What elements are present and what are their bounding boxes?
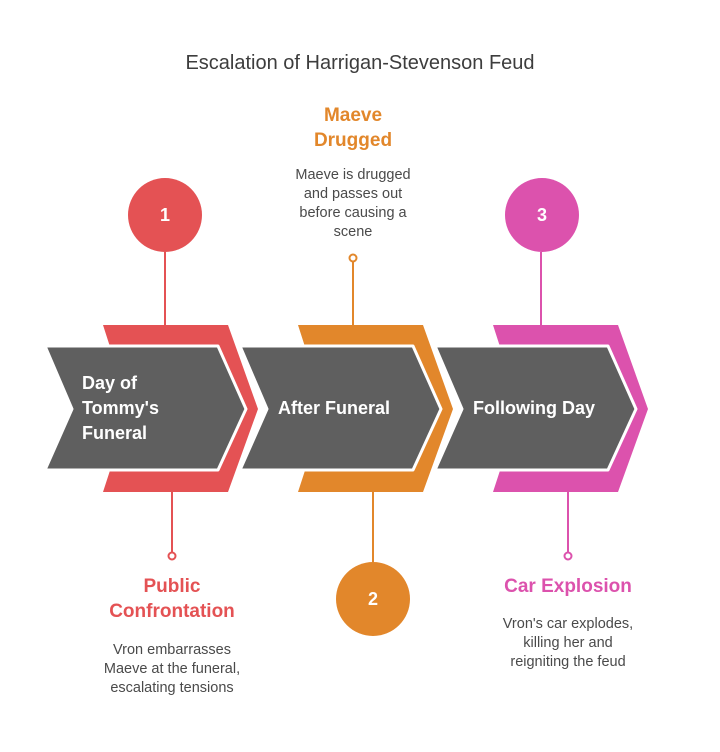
step-1-heading: Public Confrontation: [72, 574, 272, 624]
step-3-connector-dot: [563, 551, 573, 561]
step-3-label: Following Day: [473, 346, 623, 470]
step-3-label-line: Following Day: [473, 397, 596, 418]
step-1-number-badge: 1: [128, 178, 202, 252]
step-2-description-line: before causing a: [299, 205, 407, 221]
diagram-title: Escalation of Harrigan-Stevenson Feud: [185, 52, 535, 74]
step-1-description-line: Vron embarrasses: [113, 642, 231, 658]
step-1-label-line: Day of: [82, 372, 138, 393]
step-3-arrow: [433, 344, 638, 472]
step-3-heading-line: Car Explosion: [504, 576, 632, 597]
step-2-description-line: scene: [333, 224, 373, 240]
step-2-heading: Maeve Drugged: [253, 103, 453, 153]
step-1-connector-dot: [167, 551, 177, 561]
step-1-heading-line: Confrontation: [109, 601, 235, 622]
step-2-heading-line: Maeve: [323, 105, 383, 126]
step-2-label-line: After Funeral: [278, 397, 391, 418]
step-3-description-line: killing her and: [523, 635, 613, 651]
step-1-heading-line: Public: [143, 576, 201, 597]
step-2-heading-line: Drugged: [313, 130, 393, 151]
step-3-description-line: reigniting the feud: [510, 654, 626, 670]
step-2-label: After Funeral: [278, 346, 428, 470]
step-1-description-line: escalating tensions: [110, 680, 234, 696]
step-2-description-line: and passes out: [303, 186, 403, 202]
step-2-arrow: [238, 344, 443, 472]
step-1-label: Day of Tommy's Funeral: [82, 346, 212, 470]
step-2-description-line: Maeve is drugged: [295, 167, 411, 183]
step-1-description: Vron embarrasses Maeve at the funeral, e…: [87, 641, 257, 698]
step-2-description: Maeve is drugged and passes out before c…: [268, 166, 438, 242]
step-3-description: Vron's car explodes, killing her and rei…: [483, 615, 653, 672]
step-2-connector-dot: [348, 253, 358, 263]
step-1-label-line: Tommy's: [82, 397, 159, 418]
step-3-number-badge: 3: [505, 178, 579, 252]
step-1-label-line: Funeral: [82, 422, 148, 443]
step-3-description-line: Vron's car explodes,: [502, 616, 634, 632]
step-1-arrow: [43, 344, 248, 472]
step-3-heading: Car Explosion: [468, 574, 668, 599]
step-2-number-badge: 2: [336, 562, 410, 636]
step-1-description-line: Maeve at the funeral,: [103, 661, 241, 677]
